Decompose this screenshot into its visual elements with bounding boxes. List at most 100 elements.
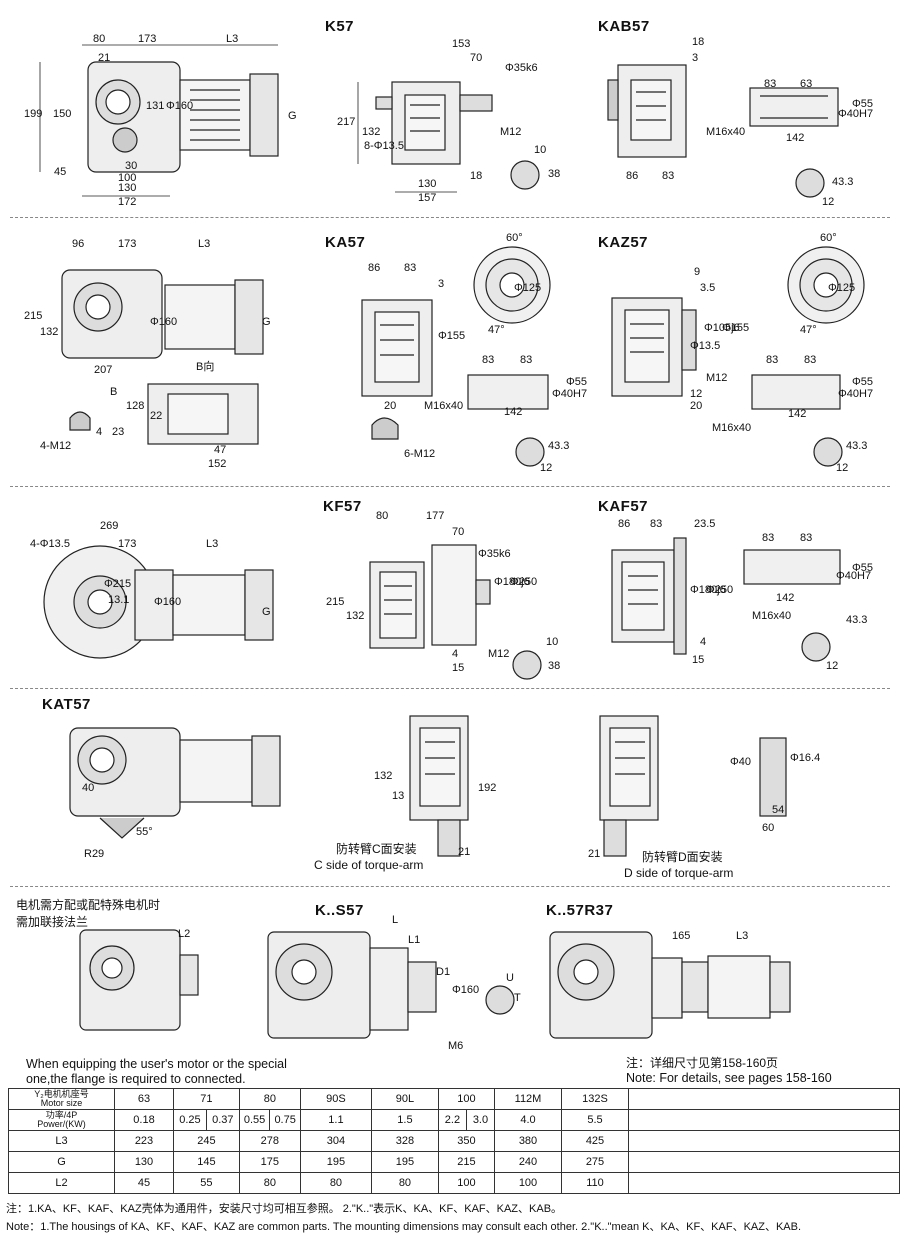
dim-label: M16x40: [712, 422, 752, 434]
dim-label: 23.5: [694, 518, 716, 530]
kat57-side-view: [69, 727, 281, 839]
dim-label: 43.3: [832, 176, 854, 188]
dim-label: L1: [408, 934, 421, 946]
dim-label: 130: [418, 178, 437, 190]
dim-label: 157: [418, 192, 437, 204]
table-cell: 80: [370, 1172, 439, 1194]
table-cell: 71: [173, 1088, 240, 1110]
dim-label: 142: [786, 132, 805, 144]
dim-label: 70: [470, 52, 483, 64]
dim-label: 60: [762, 822, 775, 834]
table-cell: 0.25: [173, 1109, 207, 1131]
table-row: G 130 145 175 195 195 215 240 275: [8, 1151, 900, 1173]
dim-label: 10: [546, 636, 559, 648]
dim-label: 20: [690, 400, 703, 412]
dim-label: 38: [548, 168, 561, 180]
dim-label: Φ55: [566, 376, 588, 388]
dim-label: 18: [692, 36, 705, 48]
table-cell: 100: [437, 1088, 496, 1110]
dim-label: 10: [534, 144, 547, 156]
table-cell: 130: [114, 1151, 174, 1173]
dim-label: 142: [776, 592, 795, 604]
dim-label: B: [110, 386, 118, 398]
dim-label: 4: [96, 426, 103, 438]
table-cell: 45: [114, 1172, 174, 1194]
kaz57-front-view: [611, 246, 865, 467]
table-cell: 63: [114, 1088, 174, 1110]
dim-label: 13.1: [108, 594, 130, 606]
dim-label: 86: [618, 518, 631, 530]
dim-label: 173: [118, 538, 137, 550]
flange-adapter-view: [79, 929, 199, 1031]
kf57-front-view: [369, 544, 542, 680]
table-cell: [628, 1172, 900, 1194]
ks57-side-view: [267, 931, 515, 1039]
dim-label: 60°: [506, 232, 523, 244]
dim-label: 83: [650, 518, 663, 530]
dim-label: 132: [346, 610, 365, 622]
table-cell: 195: [299, 1151, 372, 1173]
table-row: L3 223 245 278 304 328 350 380 425: [8, 1130, 900, 1152]
table-cell: 132S: [561, 1088, 629, 1110]
dim-label: Φ55: [852, 562, 874, 574]
dim-label: 12: [540, 462, 553, 474]
dim-label: 80: [93, 33, 106, 45]
table-cell: 425: [561, 1130, 629, 1152]
dim-label: Φ16.4: [790, 752, 821, 764]
dim-label: 215: [24, 310, 43, 322]
table-cell: 1.1: [299, 1109, 372, 1131]
equip-note-line2: one,the flange is required to connected.: [26, 1072, 246, 1086]
table-cell: 304: [299, 1130, 372, 1152]
dim-label: 100: [118, 172, 137, 184]
table-cell: 0.75: [269, 1109, 301, 1131]
dim-label: 83: [762, 532, 775, 544]
dim-label: 207: [94, 364, 113, 376]
dim-label: 3: [692, 52, 699, 64]
ka57-front-view: [361, 246, 551, 467]
d-side-label-cn: 防转臂D面安装: [642, 850, 723, 864]
table-cell: 328: [370, 1130, 439, 1152]
table-cell: 245: [173, 1130, 240, 1152]
dim-label: 43.3: [846, 440, 868, 452]
table-cell: 195: [370, 1151, 439, 1173]
table-cell: [628, 1109, 900, 1131]
dim-label: Φ155: [438, 330, 466, 342]
ks57-title: K..S57: [315, 902, 364, 919]
dim-label: G: [262, 606, 271, 618]
table-cell: 145: [173, 1151, 240, 1173]
table-cell: [628, 1130, 900, 1152]
row-header: L3: [8, 1130, 115, 1152]
table-cell: [628, 1088, 900, 1110]
dim-label: 217: [337, 116, 356, 128]
dim-label: 3.5: [700, 282, 716, 294]
kf57-title: KF57: [323, 498, 362, 515]
dim-label: 21: [588, 848, 601, 860]
c-side-label-cn: 防转臂C面安装: [336, 842, 417, 856]
dim-label: Φ160: [154, 596, 182, 608]
dim-label: 96: [72, 238, 85, 250]
dim-label: Φ250: [510, 576, 538, 588]
dim-label: 80: [376, 510, 389, 522]
motor-note-line2: 需加联接法兰: [16, 915, 89, 929]
table-cell: 55: [173, 1172, 240, 1194]
dim-label: B向: [196, 361, 215, 373]
dim-label: 70: [452, 526, 465, 538]
dim-label: 54: [772, 804, 785, 816]
table-cell: 3.0: [465, 1109, 496, 1131]
dim-label: 4-M12: [40, 440, 72, 452]
dim-label: 4-Φ13.5: [30, 538, 70, 550]
dim-label: Φ55: [852, 98, 874, 110]
kat57-title: KAT57: [42, 696, 91, 713]
dim-label: 132: [362, 126, 381, 138]
dim-label: 83: [404, 262, 417, 274]
dim-label: Φ160: [150, 316, 178, 328]
dim-label: L3: [198, 238, 211, 250]
kat57-c-side-view: [409, 715, 469, 857]
dim-label: 43.3: [548, 440, 570, 452]
dim-label: Φ160: [166, 100, 194, 112]
dim-label: 173: [118, 238, 137, 250]
